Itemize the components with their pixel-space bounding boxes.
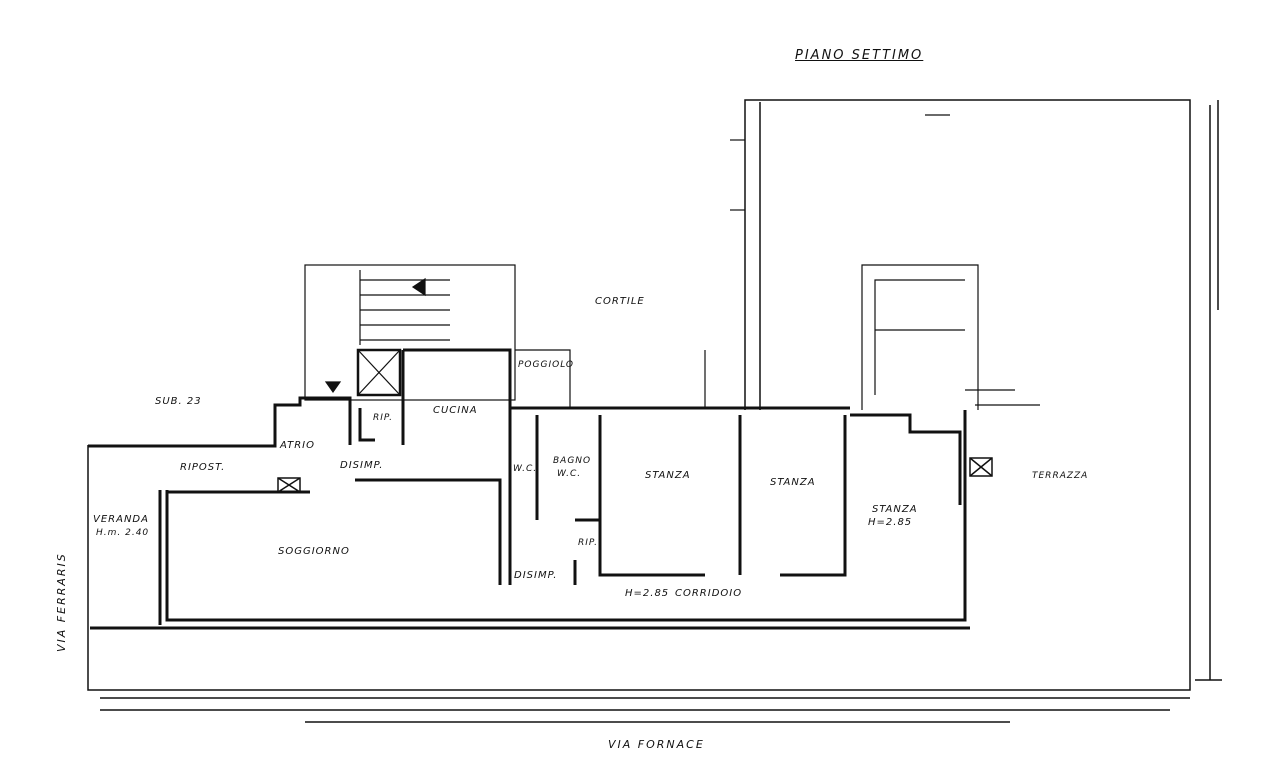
- label-veranda-height: H.m. 2.40: [96, 528, 150, 538]
- label-disimp-2: DISIMP.: [514, 570, 558, 581]
- label-wc: W.C.: [513, 464, 538, 474]
- label-atrio: ATRIO: [280, 440, 315, 451]
- lot-outline: [87, 99, 1222, 723]
- label-cucina: CUCINA: [433, 405, 478, 416]
- label-bagno: BAGNO: [553, 456, 592, 466]
- label-terrazza: TERRAZZA: [1032, 471, 1089, 481]
- label-corridoio: CORRIDOIO: [675, 588, 743, 599]
- label-bagno-wc: W.C.: [557, 469, 582, 479]
- label-stanza-1: STANZA: [645, 470, 691, 481]
- label-rip-2: RIP.: [578, 538, 598, 548]
- label-ripost: RIPOST.: [180, 462, 226, 473]
- plan-title: PIANO SETTIMO: [795, 48, 924, 63]
- label-poggiolo: POGGIOLO: [518, 360, 575, 370]
- courtyard-structures: [515, 114, 1040, 410]
- label-stanza-3: STANZA: [872, 504, 918, 515]
- walls: [88, 348, 970, 630]
- label-rip-1: RIP.: [373, 413, 393, 423]
- label-corridoio-height: H=2.85: [625, 588, 670, 599]
- label-cortile: CORTILE: [595, 296, 645, 307]
- street-bottom: VIA FORNACE: [608, 738, 705, 751]
- label-sub: SUB. 23: [155, 396, 202, 407]
- label-veranda: VERANDA: [93, 514, 149, 525]
- label-disimp-1: DISIMP.: [340, 460, 384, 471]
- stair-block: [304, 264, 516, 401]
- street-left: VIA FERRARIS: [55, 552, 68, 652]
- label-stanza-3-height: H=2.85: [868, 517, 913, 528]
- label-stanza-2: STANZA: [770, 477, 816, 488]
- shafts: [277, 457, 993, 493]
- label-soggiorno: SOGGIORNO: [278, 546, 350, 557]
